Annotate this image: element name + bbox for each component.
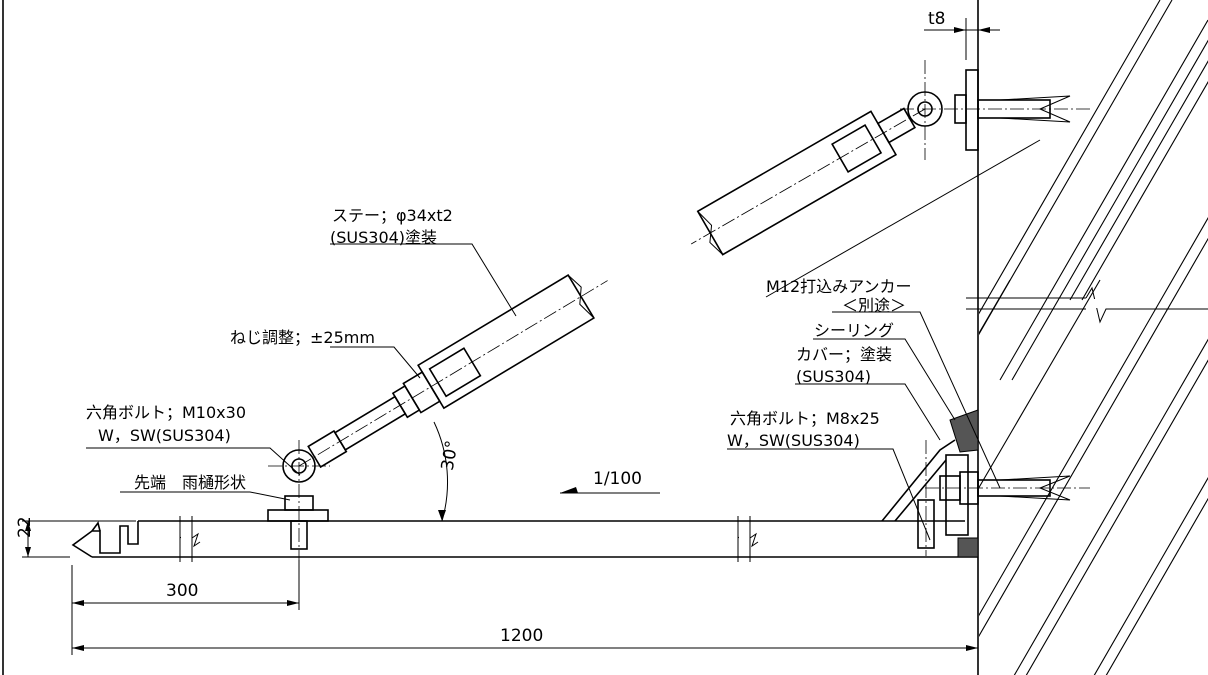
hex-bolt-left-washer-label: W，SW(SUS304): [98, 426, 231, 445]
overall-length-dim: 1200: [500, 626, 543, 646]
upper-stay: [690, 107, 926, 256]
wall: [966, 0, 1208, 675]
anchor-note-label: ＜別途＞: [842, 296, 906, 315]
sealing-label: シーリング: [814, 321, 894, 340]
upper-anchor-assembly: [900, 60, 1090, 160]
hex-bolt-right-label: 六角ボルト；M8x25: [730, 409, 880, 428]
plate-thickness-dim: t8: [928, 9, 945, 29]
canopy-depth-dim: 22: [15, 516, 35, 538]
bolt-offset-dim: 300: [166, 581, 198, 601]
lower-anchor-assembly: [917, 440, 1090, 556]
left-stay: [298, 274, 608, 469]
tip-shape-label: 先端 雨樋形状: [134, 473, 246, 492]
angle-label: 30°: [438, 439, 463, 472]
stay-spec-label: ステー；φ34xt2: [332, 206, 453, 225]
anchor-label: M12打込みアンカー: [766, 277, 912, 296]
screw-adjust-label: ねじ調整；±25mm: [230, 328, 375, 347]
hex-bolt-left-label: 六角ボルト；M10x30: [86, 403, 246, 422]
cover-material-label: (SUS304): [796, 367, 871, 386]
stay-material-label: (SUS304)塗装: [330, 228, 437, 247]
slope-label: 1/100: [593, 469, 642, 489]
left-bracket: [267, 440, 330, 560]
cover-label: カバー；塗装: [796, 345, 892, 364]
dimension-lines: [22, 18, 1000, 655]
hex-bolt-right-washer-label: W，SW(SUS304): [727, 431, 860, 450]
angle-arc: [433, 421, 449, 522]
